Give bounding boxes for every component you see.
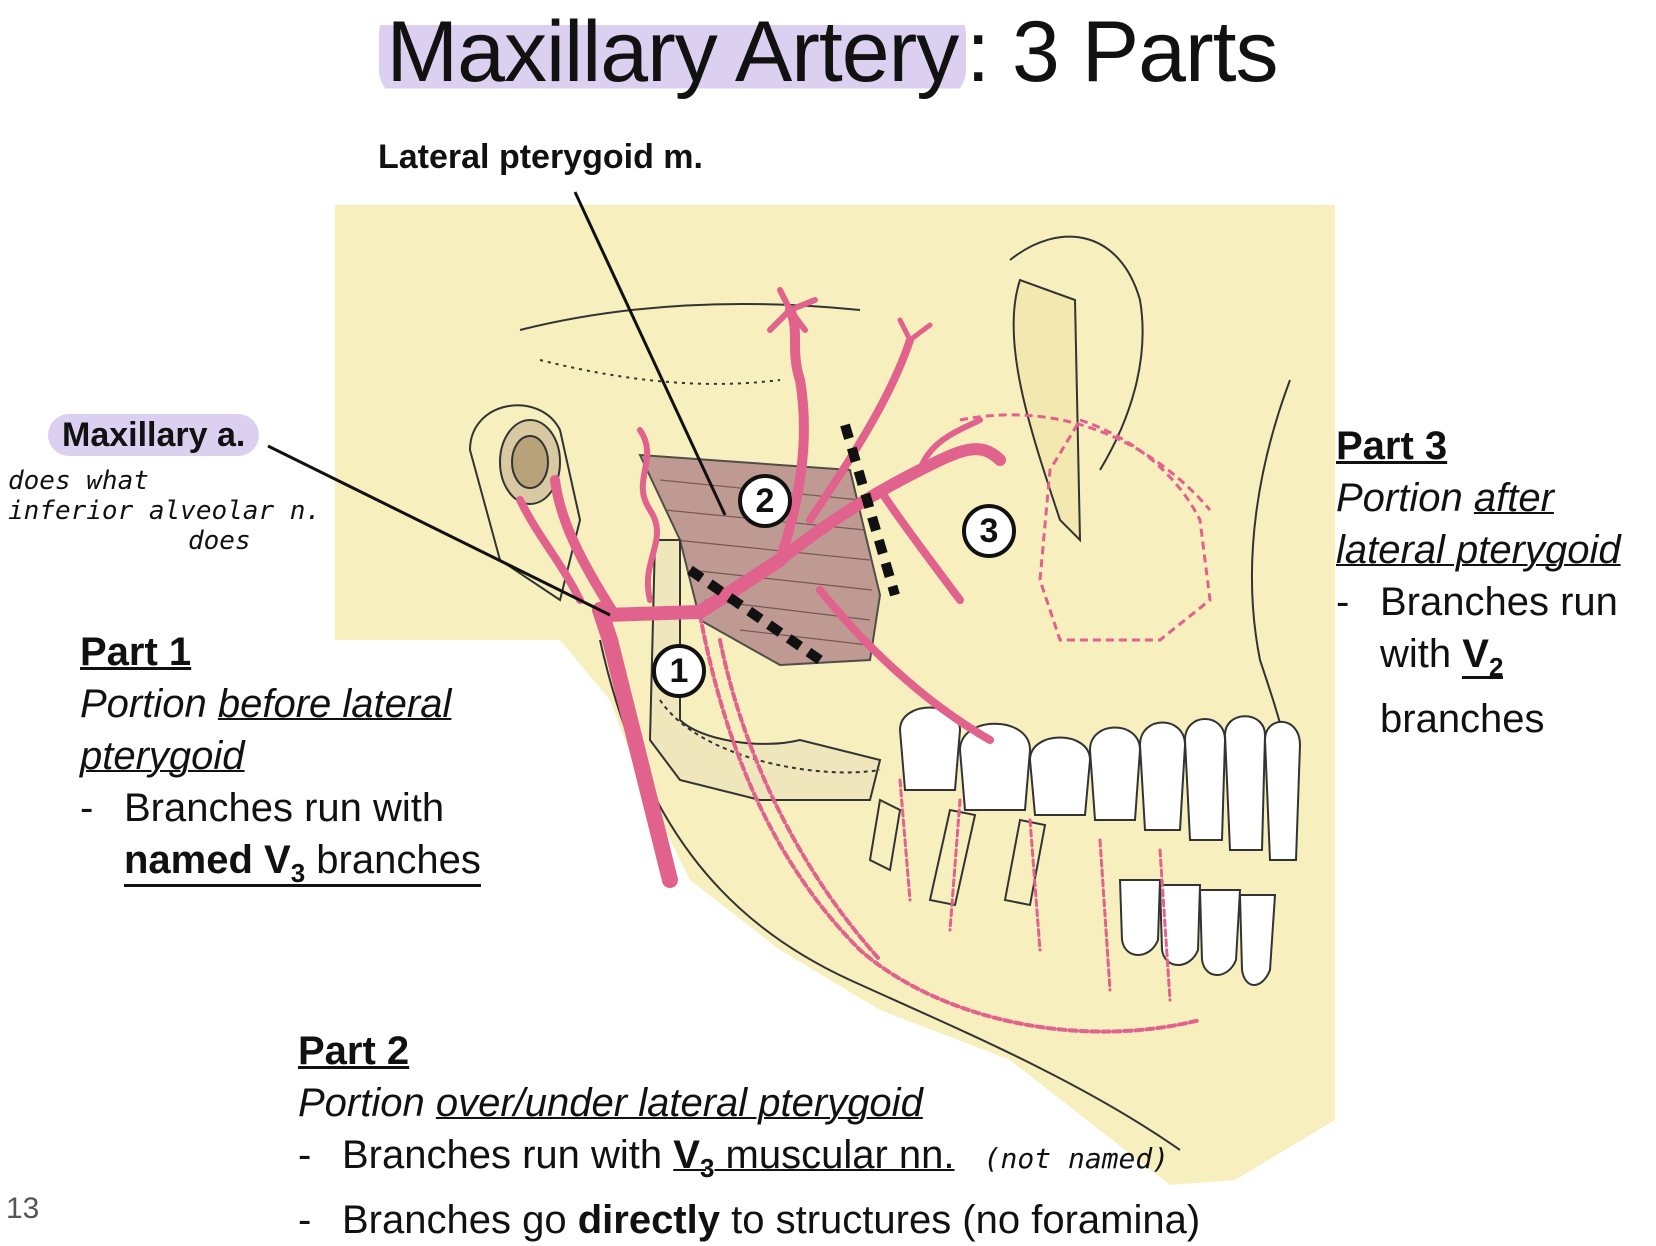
part2-bullet2-prefix: Branches go [342, 1198, 578, 1242]
handwritten-note-line-1: does what [8, 466, 149, 496]
part1-bullet-underlined: named V3 branches [124, 838, 481, 888]
part2-block: Part 2 Portion over/under lateral pteryg… [298, 1025, 1598, 1246]
part3-bullet: - Branches run with V2 branches [1336, 576, 1646, 745]
bullet-dash: - [1336, 580, 1350, 624]
part1-bullet-suffix: branches [305, 838, 481, 882]
part1-bullet-text: Branches run with named V3 branches [124, 782, 481, 899]
part2-bullet1-sub: 3 [699, 1153, 715, 1183]
title-rest: : 3 Parts [966, 4, 1278, 100]
marker-1-label: 1 [669, 652, 689, 690]
skull-drawing [335, 205, 1335, 1185]
part3-description: Portion after lateral pterygoid [1336, 472, 1646, 576]
label-lateral-pterygoid: Lateral pterygoid m. [378, 138, 703, 176]
part3-block: Part 3 Portion after lateral pterygoid -… [1336, 420, 1646, 745]
bullet-dash: - [298, 1198, 312, 1242]
page-title: Maxillary Artery: 3 Parts [0, 2, 1656, 102]
handwritten-not-named: (not named) [983, 1142, 1170, 1175]
part3-bullet-prefix: Branches run [1380, 580, 1618, 624]
part1-desc-prefix: Portion [80, 682, 218, 726]
part2-bullet1-underlined: V3 muscular nn. [673, 1133, 955, 1183]
part2-description: Portion over/under lateral pterygoid [298, 1077, 1598, 1129]
part3-bullet-sub: 2 [1488, 652, 1504, 682]
part1-bullet-bold: named V [124, 838, 291, 882]
part3-desc-prefix: Portion [1336, 476, 1474, 520]
handwritten-note-line-2: inferior alveolar n. [8, 496, 322, 526]
part3-bullet-with: with [1380, 632, 1463, 676]
part2-bullet1-v: V [673, 1133, 700, 1177]
part1-description: Portion before lateral pterygoid [80, 678, 540, 782]
part2-desc-prefix: Portion [298, 1081, 436, 1125]
marker-1: 1 [652, 644, 706, 698]
part3-bullet-v2: V2 [1462, 632, 1504, 682]
part3-bullet-branches: branches [1380, 697, 1545, 741]
part3-bullet-text: Branches run with V2 branches [1380, 576, 1618, 745]
bullet-dash: - [298, 1133, 312, 1177]
page-number: 13 [6, 1192, 40, 1225]
label-maxillary-a-text: Maxillary a. [48, 414, 260, 456]
part1-block: Part 1 Portion before lateral pterygoid … [80, 626, 540, 899]
part2-bullet-2: - Branches go directly to structures (no… [298, 1194, 1598, 1246]
part1-bullet-prefix: Branches run with [124, 786, 445, 830]
part1-desc-underlined: before lateral pterygoid [80, 682, 452, 778]
part3-bullet-bold: V [1462, 632, 1489, 676]
part3-heading: Part 3 [1336, 424, 1448, 468]
marker-2-label: 2 [755, 482, 775, 520]
teeth-drawing [868, 706, 1302, 986]
part2-bullet1-muscular: muscular nn. [714, 1133, 955, 1177]
part2-desc-underlined: over/under lateral pterygoid [435, 1081, 923, 1125]
part3-desc-lateral-pterygoid: lateral pterygoid [1336, 528, 1621, 572]
pointer-lateral-pterygoid [573, 191, 727, 516]
part-divider-lines [687, 423, 900, 665]
part2-bullet-1-text: Branches run with V3 muscular nn. (not n… [342, 1129, 1169, 1194]
part2-bullet2-suffix: to structures (no foramina) [720, 1198, 1201, 1242]
part1-heading: Part 1 [80, 630, 192, 674]
part1-bullet: - Branches run with named V3 branches [80, 782, 540, 899]
marker-3: 3 [962, 504, 1016, 558]
part1-bullet-sub: 3 [290, 858, 306, 888]
title-highlighted: Maxillary Artery [378, 4, 967, 100]
part3-desc-after: after [1473, 476, 1554, 520]
part2-bullet1-prefix: Branches run with [342, 1133, 674, 1177]
part2-bullet2-bold: directly [577, 1198, 720, 1242]
handwritten-note: does what inferior alveolar n. does [8, 466, 321, 556]
marker-2: 2 [738, 474, 792, 528]
artery-drawing [516, 287, 1202, 1034]
bullet-dash: - [80, 786, 94, 830]
marker-3-label: 3 [979, 512, 999, 550]
part2-bullet-2-text: Branches go directly to structures (no f… [342, 1194, 1200, 1246]
pointer-maxillary-a [267, 444, 611, 617]
label-maxillary-a: Maxillary a. [48, 414, 260, 456]
part2-heading: Part 2 [298, 1029, 410, 1073]
handwritten-note-line-3: does [188, 526, 251, 556]
part2-bullet-1: - Branches run with V3 muscular nn. (not… [298, 1129, 1598, 1194]
